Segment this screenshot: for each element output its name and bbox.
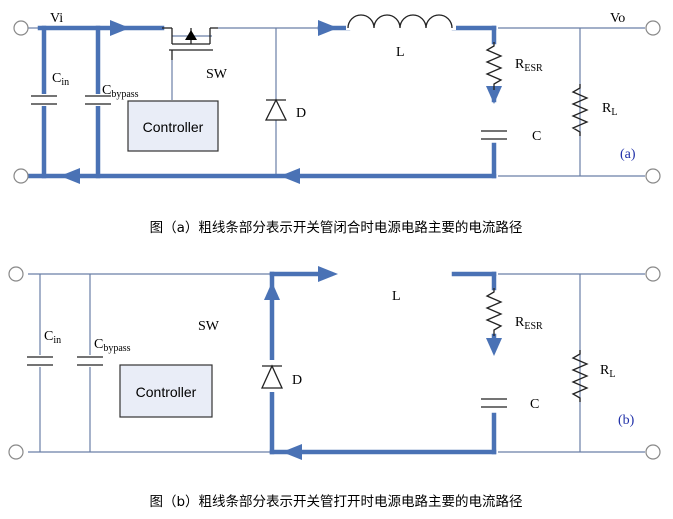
current-arrow <box>486 86 502 104</box>
rl-label: RL <box>600 363 615 380</box>
vout-label: Vo <box>610 11 625 26</box>
sw-label: SW <box>198 319 220 334</box>
freewheel-diode <box>260 360 284 392</box>
diode-label: D <box>292 373 302 388</box>
diagram-b: Cin Cbypass Controller SW D L RESR C RL … <box>8 266 661 510</box>
rl-label: RL <box>602 101 617 118</box>
output-terminal-top <box>645 266 661 282</box>
thin-wires-a <box>28 27 645 177</box>
output-terminal-bottom <box>645 444 661 460</box>
cap-label: C <box>530 397 539 412</box>
current-arrow <box>318 20 338 36</box>
inductor-label: L <box>392 289 401 304</box>
cin-label: Cin <box>44 329 61 346</box>
inductor-label: L <box>396 45 405 60</box>
output-capacitor <box>480 130 508 142</box>
controller-label: Controller <box>136 384 197 400</box>
mosfet-switch <box>162 27 218 60</box>
inductor <box>346 14 456 30</box>
thin-wires-b <box>28 273 645 453</box>
current-path-b <box>269 271 497 455</box>
vin-label: Vi <box>50 11 63 26</box>
cin-capacitor <box>30 94 58 106</box>
panel-label: (a) <box>620 147 636 162</box>
caption: 图（a）粗线条部分表示开关管闭合时电源电路主要的电流路径 <box>150 219 523 236</box>
caption: 图（b）粗线条部分表示开关管打开时电源电路主要的电流路径 <box>149 493 522 510</box>
cbypass-capacitor <box>84 94 112 106</box>
cap-label: C <box>532 129 541 144</box>
cin-label: Cin <box>52 71 69 88</box>
current-arrow <box>282 444 302 460</box>
resr-resistor <box>485 288 503 336</box>
panel-label: (b) <box>618 413 635 428</box>
output-terminal-top <box>645 20 661 36</box>
input-terminal-bottom <box>8 444 24 460</box>
input-terminal-top <box>13 20 29 36</box>
input-terminal-top <box>8 266 24 282</box>
cbypass-label: Cbypass <box>102 83 139 100</box>
diode-label: D <box>296 106 306 121</box>
controller-label: Controller <box>143 119 204 135</box>
diagram-a: Vi Vo Cin Cbypass Controller SW D L RESR… <box>13 11 661 236</box>
resr-label: RESR <box>515 57 543 74</box>
current-arrow <box>280 168 300 184</box>
current-arrow <box>486 338 502 356</box>
cbypass-capacitor <box>76 355 104 367</box>
output-terminal-bottom <box>645 168 661 184</box>
current-arrow <box>318 266 338 282</box>
current-arrow <box>60 168 80 184</box>
load-resistor <box>571 84 589 136</box>
resr-resistor <box>485 42 503 90</box>
output-capacitor <box>480 398 508 410</box>
input-terminal-bottom <box>13 168 29 184</box>
sw-label: SW <box>206 67 228 82</box>
cbypass-label: Cbypass <box>94 337 131 354</box>
current-arrow <box>110 20 130 36</box>
load-resistor <box>571 350 589 402</box>
cin-capacitor <box>26 355 54 367</box>
resr-label: RESR <box>515 315 543 332</box>
controller-box <box>119 364 213 418</box>
controller-box <box>127 100 219 152</box>
freewheel-diode <box>264 98 288 121</box>
current-arrow <box>264 282 280 300</box>
